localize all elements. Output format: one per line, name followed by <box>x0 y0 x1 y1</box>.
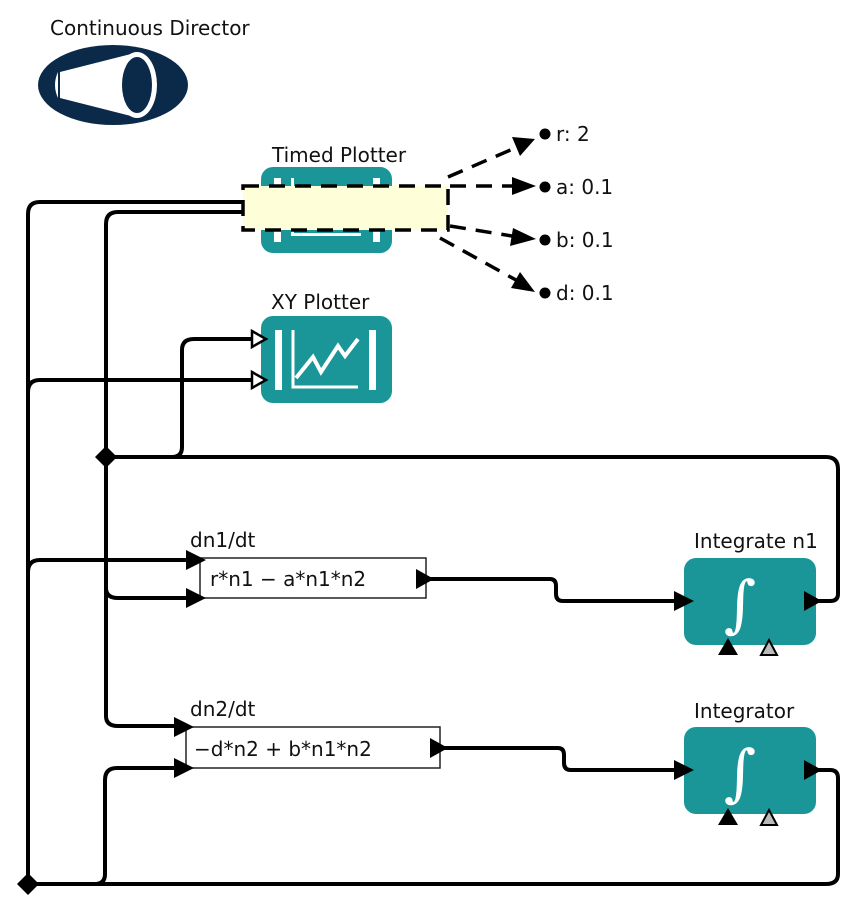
relation-diamond[interactable] <box>95 446 117 468</box>
wire-n1-bus <box>26 200 243 884</box>
xy-plotter-actor[interactable]: XY Plotter <box>250 290 392 403</box>
parameter-b-text: b: 0.1 <box>556 228 614 252</box>
integrate-n1-label: Integrate n1 <box>694 529 818 553</box>
dn2-expression[interactable]: −d*n2 + b*n1*n2 <box>194 737 372 761</box>
parameter-bullet-icon <box>539 128 551 140</box>
input-port-icon[interactable] <box>250 328 269 350</box>
director-label: Continuous Director <box>50 16 250 40</box>
input-port-icon[interactable] <box>674 760 694 780</box>
dn2-label: dn2/dt <box>190 697 256 721</box>
parameter-r[interactable]: r: 2 <box>539 122 590 146</box>
parameter-r-text: r: 2 <box>556 122 590 146</box>
output-port-icon[interactable] <box>804 591 822 611</box>
wire-n2-bus <box>104 210 243 457</box>
integral-icon: ∫ <box>724 567 756 640</box>
output-port-icon[interactable] <box>430 738 448 758</box>
input-port-icon[interactable] <box>186 550 206 570</box>
integrator-actor[interactable]: Integrator ∫ <box>674 699 822 826</box>
input-port-icon[interactable] <box>759 807 779 826</box>
parameter-links <box>439 137 536 292</box>
input-port-icon[interactable] <box>186 588 206 608</box>
input-port-icon[interactable] <box>174 717 194 737</box>
output-port-icon[interactable] <box>804 760 822 780</box>
parameter-b[interactable]: b: 0.1 <box>539 228 614 252</box>
dn1-expression[interactable]: r*n1 − a*n1*n2 <box>210 567 366 591</box>
input-port-icon[interactable] <box>674 591 694 611</box>
input-port-icon[interactable] <box>718 808 738 825</box>
integrate-n1-actor[interactable]: Integrate n1 ∫ <box>674 529 822 656</box>
dn1-label: dn1/dt <box>190 528 256 552</box>
dn2-expression-actor[interactable]: dn2/dt −d*n2 + b*n1*n2 <box>174 697 448 778</box>
parameter-a-text: a: 0.1 <box>556 175 613 199</box>
parameter-d[interactable]: d: 0.1 <box>539 281 614 305</box>
output-port-icon[interactable] <box>416 569 434 589</box>
input-port-icon[interactable] <box>718 638 738 655</box>
parameter-bullet-icon <box>539 181 551 193</box>
dn1-expression-actor[interactable]: dn1/dt r*n1 − a*n1*n2 <box>186 528 434 608</box>
megaphone-icon <box>38 45 188 125</box>
integral-icon: ∫ <box>724 736 756 809</box>
parameter-bullet-icon <box>539 287 551 299</box>
parameter-a[interactable]: a: 0.1 <box>539 175 614 199</box>
xy-plot-icon <box>275 330 376 390</box>
parameter-d-text: d: 0.1 <box>556 281 614 305</box>
selection-box[interactable] <box>241 184 450 232</box>
relation-diamond[interactable] <box>17 873 39 895</box>
input-port-icon[interactable] <box>174 758 194 778</box>
input-port-icon[interactable] <box>759 637 779 656</box>
continuous-director[interactable]: Continuous Director <box>38 16 250 125</box>
parameter-bullet-icon <box>539 234 551 246</box>
timed-plotter-label: Timed Plotter <box>271 143 407 167</box>
wires <box>26 200 840 886</box>
xy-plotter-label: XY Plotter <box>271 290 370 314</box>
integrator-label: Integrator <box>694 699 795 723</box>
input-port-icon[interactable] <box>250 369 269 391</box>
